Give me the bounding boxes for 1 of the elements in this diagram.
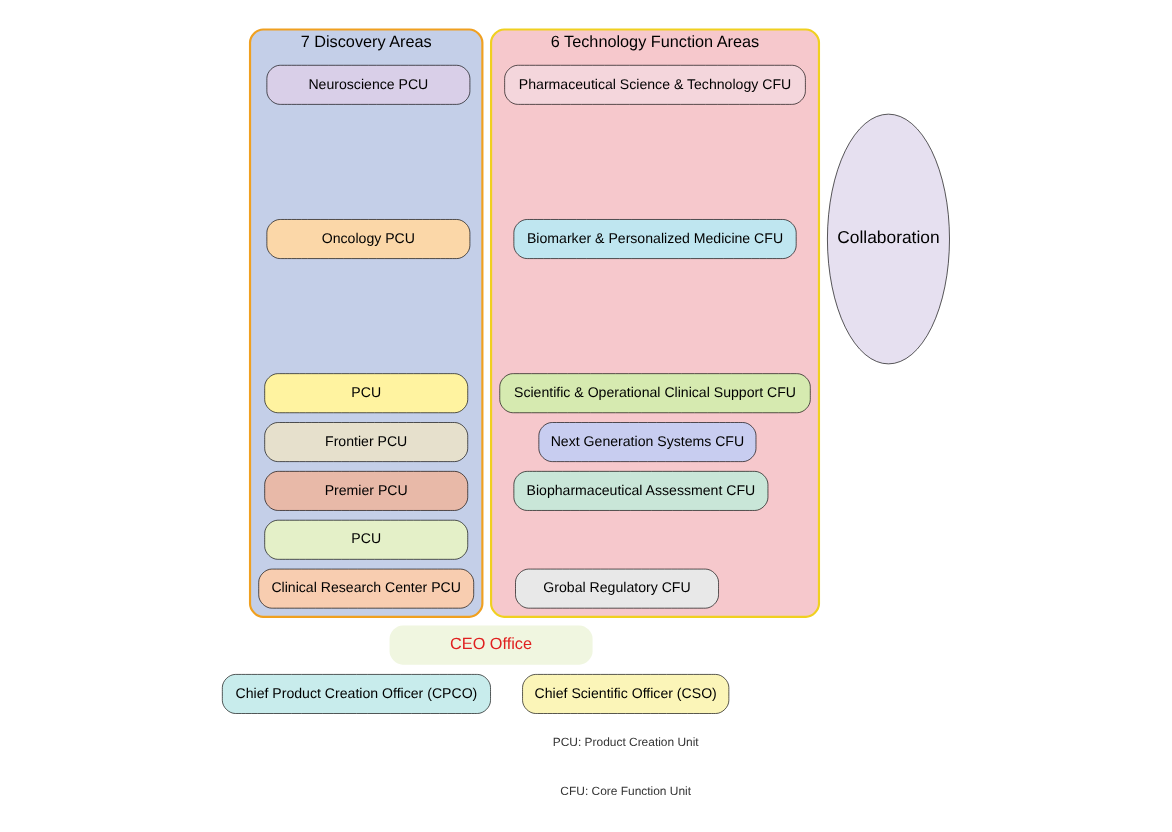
node-ellipse: Collaboration bbox=[827, 113, 950, 365]
